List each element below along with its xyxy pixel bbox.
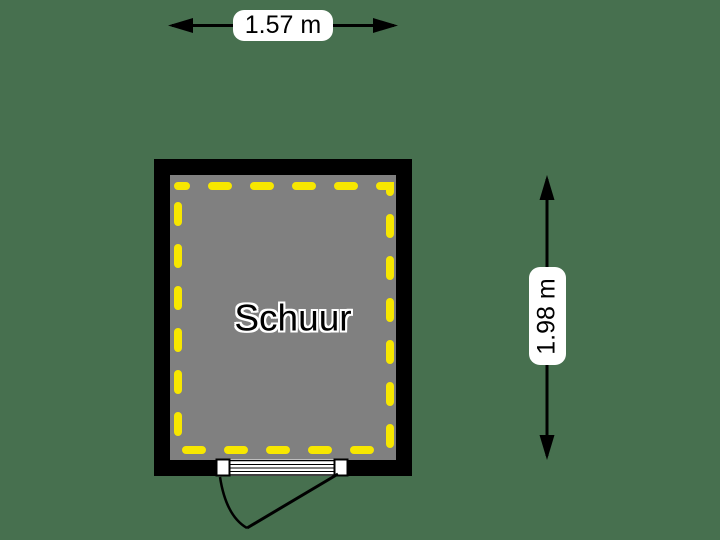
width-dimension-label: 1.57 m <box>233 10 333 41</box>
door <box>215 458 349 530</box>
arrow-up-icon <box>539 175 555 200</box>
height-dimension-value: 1.98 m <box>533 277 561 355</box>
height-dimension-label: 1.98 m <box>529 267 566 365</box>
door-leaf <box>246 472 339 530</box>
arrow-left-icon <box>168 18 193 33</box>
arrow-right-icon <box>373 18 398 33</box>
room-floor <box>170 175 396 460</box>
room-name-label: Schuur <box>234 297 352 339</box>
door-post-right <box>333 458 349 477</box>
room-dashed-outline <box>174 182 394 454</box>
door-swing-arc <box>218 476 248 530</box>
arrow-down-icon <box>539 435 555 460</box>
door-post-left <box>215 458 231 477</box>
width-dimension-value: 1.57 m <box>244 11 322 39</box>
